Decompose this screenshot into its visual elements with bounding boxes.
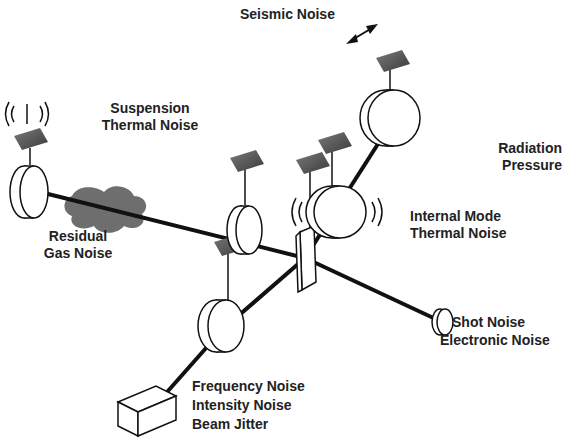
noise-label: Beam Jitter [192, 416, 268, 433]
laser-source [118, 386, 176, 436]
noise-label: Radiation Pressure [472, 140, 562, 174]
noise-label: Suspension Thermal Noise [90, 100, 210, 134]
mirror [10, 90, 453, 352]
noise-label: Seismic Noise [240, 6, 335, 23]
noise-label: Shot Noise [452, 314, 525, 331]
noise-label: Internal Mode Thermal Noise [410, 208, 530, 242]
suspension-wire [30, 70, 390, 300]
laser-beam [32, 122, 442, 400]
suspension-plate [14, 50, 410, 256]
noise-label: Intensity Noise [192, 397, 292, 414]
noise-label: Electronic Noise [440, 332, 550, 349]
noise-label: Frequency Noise [192, 378, 305, 395]
seismic-arrow [346, 24, 378, 44]
noise-label: Residual Gas Noise [34, 228, 122, 262]
